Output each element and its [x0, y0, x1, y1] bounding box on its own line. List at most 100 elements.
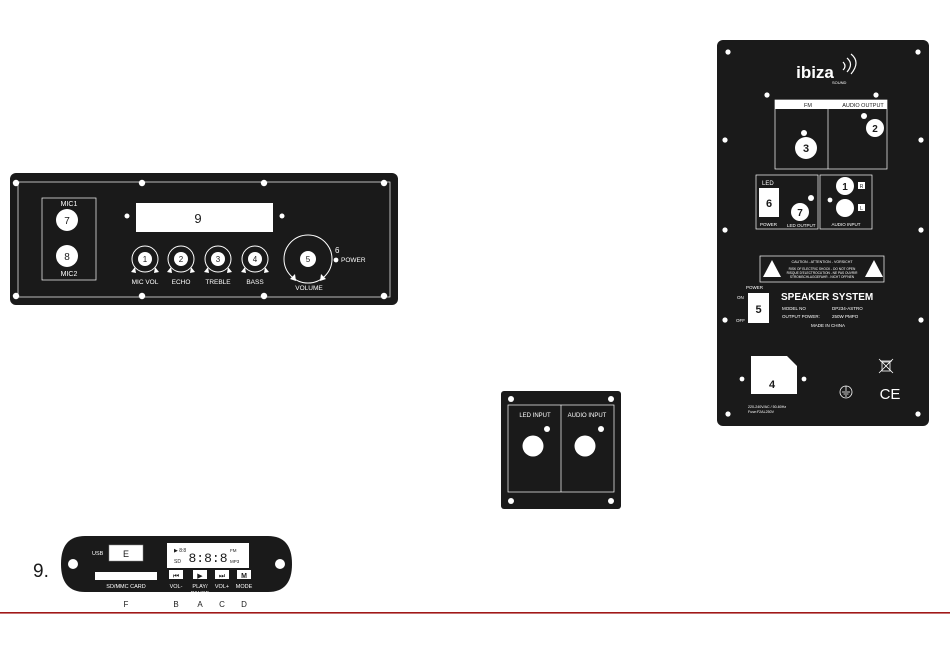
svg-text:2: 2	[872, 124, 878, 135]
svg-text:7: 7	[797, 208, 803, 219]
knob-volume[interactable]: 5 VOLUME	[283, 234, 333, 292]
svg-text:TREBLE: TREBLE	[205, 279, 231, 286]
led-box	[755, 174, 819, 230]
svg-text:1: 1	[143, 255, 148, 264]
svg-text:VOLUME: VOLUME	[295, 285, 323, 292]
svg-text:L: L	[860, 206, 863, 212]
svg-text:E: E	[123, 549, 129, 559]
power-switch[interactable]	[748, 293, 769, 323]
ground-symbol-icon	[839, 385, 853, 399]
svg-text:▶: ▶	[197, 573, 203, 580]
svg-text:LED OUTPUT: LED OUTPUT	[787, 223, 816, 228]
svg-text:MP3: MP3	[230, 559, 240, 564]
led-switch[interactable]	[759, 188, 779, 217]
audio-input-jack-2[interactable]	[574, 435, 596, 457]
mic1-label: MIC1	[61, 201, 78, 208]
svg-text:1: 1	[842, 182, 848, 193]
svg-text:6: 6	[766, 198, 772, 210]
svg-text:5: 5	[755, 304, 761, 316]
caution-box	[759, 255, 885, 283]
warning-triangle-icon-2	[865, 260, 883, 277]
svg-text:R: R	[860, 184, 864, 190]
svg-text:Fuse:F2AL250V: Fuse:F2AL250V	[748, 410, 775, 414]
svg-text:FM: FM	[230, 548, 237, 553]
mount-hole-left	[68, 559, 78, 569]
knob-treble[interactable]: 3 TREBLE	[204, 245, 232, 286]
svg-text:5: 5	[306, 255, 311, 264]
svg-text:RISK OF ELECTRIC SHOCK - DO NO: RISK OF ELECTRIC SHOCK - DO NOT OPEN	[789, 267, 856, 271]
mic2-jack[interactable]	[56, 245, 78, 267]
lcd-display	[167, 543, 249, 568]
audio-input-jack[interactable]	[836, 199, 854, 217]
led-output-jack[interactable]	[791, 203, 809, 221]
svg-text:POWER: POWER	[760, 222, 778, 227]
wave-icon	[842, 53, 857, 75]
knob-mic-vol[interactable]: 1 MIC VOL	[131, 245, 159, 286]
svg-text:⏮: ⏮	[173, 573, 179, 580]
front-control-panel: MIC1 7 8 MIC2 9 1 MIC VOL 2 ECHO 3	[10, 173, 398, 305]
fm-label: FM	[804, 103, 812, 109]
svg-text:PLAY/: PLAY/	[192, 584, 208, 590]
letter-f: F	[124, 600, 129, 609]
svg-text:SD/MMC CARD: SD/MMC CARD	[106, 584, 145, 590]
svg-text:CAUTION - ATTENTION - VORSICHT: CAUTION - ATTENTION - VORSICHT	[791, 260, 853, 264]
svg-text:220-240V/AC / 50-60Hz: 220-240V/AC / 50-60Hz	[748, 405, 786, 409]
svg-text:STROMSCHLAGGEFAHR - NICHT OFFN: STROMSCHLAGGEFAHR - NICHT OFFNEN	[790, 275, 855, 279]
svg-text:MODEL NO: MODEL NO	[782, 306, 806, 311]
led-input-label: LED INPUT	[519, 413, 551, 419]
power-label: POWER	[341, 257, 366, 264]
audio-output-jack[interactable]	[866, 119, 884, 137]
play-pause-button[interactable]: ▶ PLAY/ PAUSE	[191, 570, 210, 597]
speaker-system-title: SPEAKER SYSTEM	[781, 292, 873, 303]
mode-button[interactable]: M MODE	[236, 570, 253, 590]
power-number: 6	[335, 246, 340, 255]
svg-text:MODE: MODE	[236, 584, 253, 590]
warning-triangle-icon	[763, 260, 781, 277]
audio-input-box	[819, 174, 873, 230]
letter-b: B	[173, 600, 178, 609]
svg-text:RISQUE D'ELECTROCUTION - NE PA: RISQUE D'ELECTROCUTION - NE PAS OUVRIR	[787, 271, 859, 275]
svg-text:M: M	[241, 573, 247, 580]
svg-text:MADE IN CHINA: MADE IN CHINA	[811, 323, 845, 328]
svg-text:POWER: POWER	[746, 285, 764, 290]
rear-panel: ibiza SOUND FM AUDIO OUTPUT 3 2 LED 6 PO…	[717, 40, 929, 426]
knob-bass[interactable]: 4 BASS	[241, 245, 269, 286]
svg-text:DP234-ASTRO: DP234-ASTRO	[832, 306, 863, 311]
svg-text:3: 3	[803, 143, 809, 155]
svg-text:BASS: BASS	[246, 279, 264, 286]
sd-card-slot[interactable]	[95, 572, 157, 580]
display-window	[136, 203, 273, 232]
svg-text:⏭: ⏭	[219, 573, 226, 580]
mic1-jack[interactable]	[56, 209, 78, 231]
knob-echo[interactable]: 2 ECHO	[167, 245, 195, 286]
mic2-label: MIC2	[61, 271, 78, 278]
mic2-number: 8	[64, 252, 70, 263]
svg-text:OFF: OFF	[736, 318, 745, 323]
letter-a: A	[197, 600, 203, 609]
mount-hole-right	[275, 559, 285, 569]
display-number: 9	[194, 211, 201, 226]
next-vol-up-button[interactable]: ⏭ VOL+	[215, 570, 229, 590]
brand-logo: ibiza	[796, 63, 834, 82]
svg-text:2: 2	[179, 255, 184, 264]
svg-text:ECHO: ECHO	[172, 279, 191, 286]
ce-mark: CE	[880, 386, 901, 403]
svg-text:USB: USB	[92, 551, 104, 557]
svg-text:VOL+: VOL+	[215, 584, 229, 590]
audio-input-label: AUDIO INPUT	[568, 413, 607, 419]
letter-c: C	[219, 600, 225, 609]
ac-inlet[interactable]	[751, 356, 797, 394]
usb-port[interactable]	[108, 544, 144, 562]
svg-text:250W PMPO: 250W PMPO	[832, 314, 859, 319]
fm-antenna-jack[interactable]	[795, 137, 817, 159]
svg-text:PAUSE: PAUSE	[191, 591, 210, 597]
led-input-jack[interactable]	[522, 435, 544, 457]
audio-input-marker	[836, 177, 854, 195]
svg-text:SD: SD	[174, 559, 181, 565]
power-led	[333, 257, 339, 263]
svg-text:4: 4	[769, 379, 776, 391]
svg-text:▶ 8:8: ▶ 8:8	[174, 548, 186, 554]
prev-vol-down-button[interactable]: ⏮ VOL-	[169, 570, 183, 590]
item-number: 9.	[33, 561, 49, 582]
